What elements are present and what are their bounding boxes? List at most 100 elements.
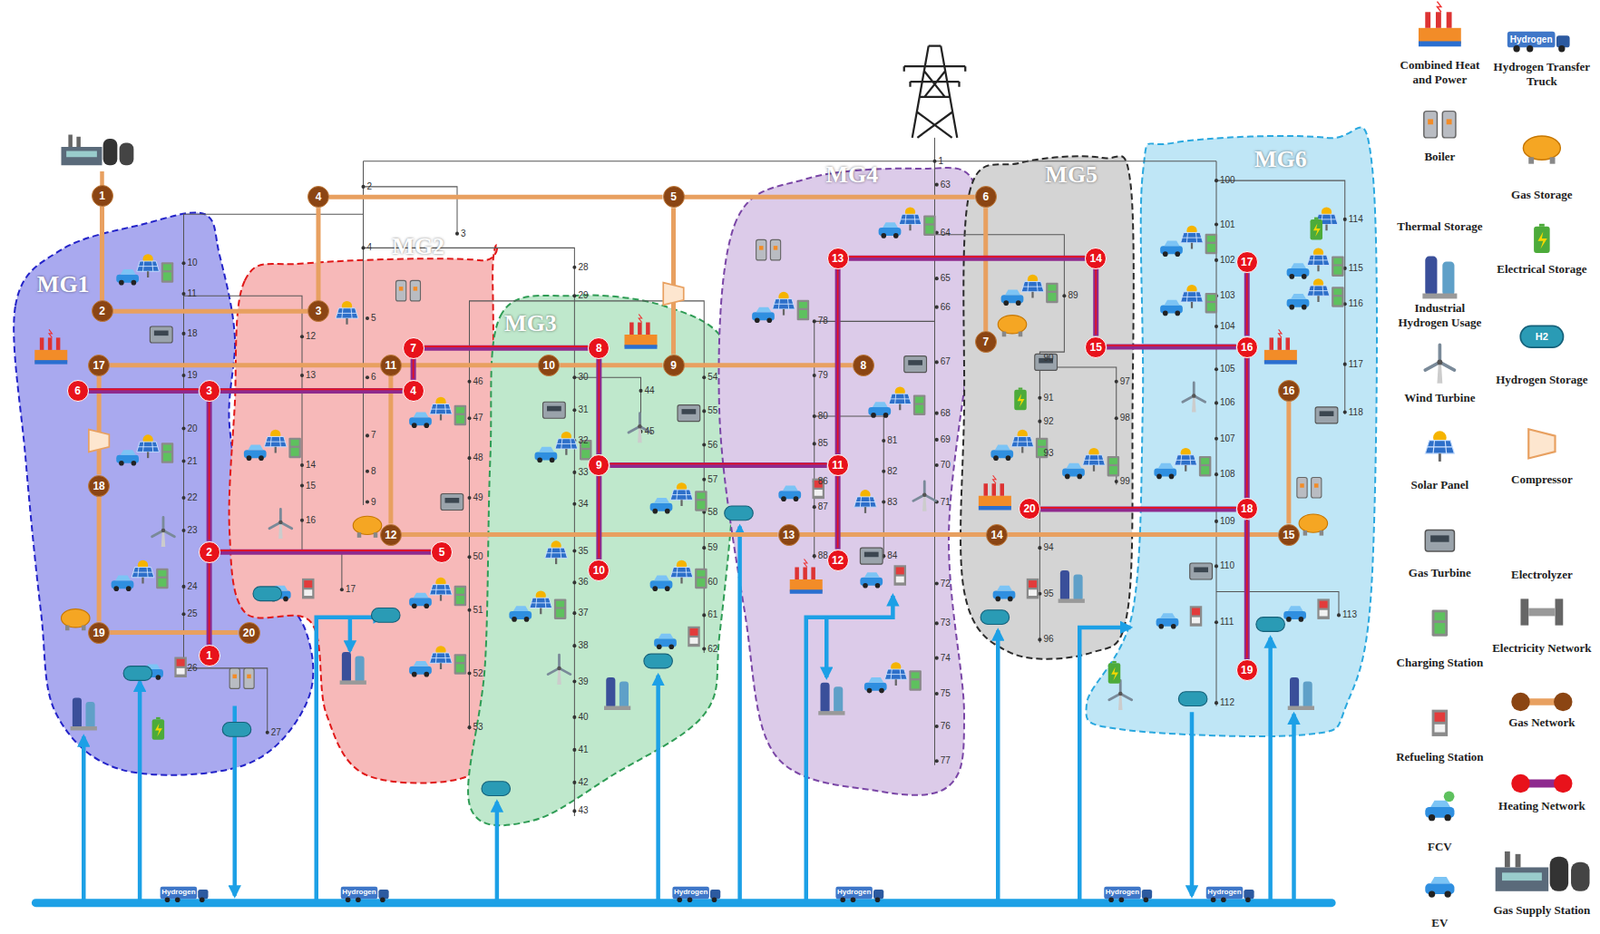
bus-dot <box>812 554 817 558</box>
heating-pipe <box>1040 507 1237 510</box>
bus-dot <box>467 496 471 500</box>
gas-pipe <box>318 207 320 301</box>
legend-text: Wind Turbine <box>1389 390 1490 406</box>
region-name: MG3 <box>489 310 572 338</box>
region-outline <box>464 290 742 827</box>
bus-number: 35 <box>577 546 588 557</box>
bus-number: 102 <box>1219 254 1236 265</box>
bus-label-holder: 78 <box>818 315 829 326</box>
bus-dot <box>1037 546 1042 550</box>
bus-label-holder: 99 <box>1120 476 1131 487</box>
power-line <box>1216 592 1339 616</box>
bus-dot <box>638 429 643 434</box>
bus-dot <box>467 608 471 613</box>
gas-pipe <box>684 364 853 366</box>
bus-number: 107 <box>1219 433 1236 444</box>
gas-pipe <box>101 206 103 301</box>
cl-icon <box>535 431 593 463</box>
bus-dot <box>702 580 706 585</box>
region-label-holder: MG1 <box>22 271 105 299</box>
bus-number: 47 <box>473 412 484 423</box>
gs-icon <box>997 315 1027 338</box>
power-line <box>363 247 576 817</box>
gas-pipe <box>559 364 663 366</box>
node-number: 20 <box>1023 502 1035 516</box>
bus-dot <box>181 426 186 430</box>
legend-entry: Combined Heat and Power <box>1389 58 1490 88</box>
bus-number: 11 <box>187 288 197 299</box>
bus-label-holder: 111 <box>1219 616 1234 627</box>
legend-entry: Heating Network <box>1492 799 1592 814</box>
bus-label-holder: 7 <box>370 429 377 440</box>
bus-label-holder: 88 <box>818 550 829 561</box>
bus-dot <box>1114 416 1119 420</box>
bus-label-holder: 27 <box>271 727 282 738</box>
bus-number: 44 <box>644 385 655 396</box>
bus-number: 115 <box>1348 263 1364 274</box>
bus-dot <box>1037 450 1042 455</box>
legend-text: Gas Storage <box>1492 187 1592 203</box>
legend-text: Electrolyzer <box>1492 567 1592 583</box>
bus-label-holder: 55 <box>707 405 718 416</box>
bus-number: 29 <box>577 290 588 301</box>
gt-icon <box>1034 353 1058 371</box>
boil-icon <box>1424 111 1456 138</box>
heat-node: 15 <box>1084 336 1107 359</box>
truck-label-holder: Hydrogen <box>156 887 202 898</box>
power-line <box>1215 161 1217 707</box>
bus-dot <box>181 261 186 265</box>
bus-number: 38 <box>577 640 588 651</box>
bus-dot <box>572 375 576 380</box>
bus-dot <box>365 469 370 474</box>
legend-entry: Boiler <box>1389 149 1490 165</box>
bus-dot <box>300 334 304 339</box>
bus-dot <box>365 375 370 380</box>
bus-label-holder: 26 <box>187 663 198 674</box>
hydrogen-arrow <box>655 675 661 904</box>
bus-label-holder: 113 <box>1342 609 1357 620</box>
power-line <box>935 234 1065 644</box>
bus-label-holder: 30 <box>577 371 588 382</box>
bus-label-holder: 16 <box>305 515 316 526</box>
heat-node: 3 <box>198 380 221 402</box>
bus-dot <box>1214 564 1219 568</box>
heat-node: 17 <box>1236 251 1259 274</box>
bus-number: 18 <box>187 328 198 339</box>
microgrid-region: MG5714141520 <box>958 152 1139 659</box>
node-number: 10 <box>543 359 556 372</box>
truck-label-holder: Hydrogen <box>668 887 714 898</box>
heating-pipe <box>1246 356 1248 498</box>
bus-number: 1 <box>938 156 945 166</box>
bus-number: 117 <box>1348 359 1364 370</box>
gs-icon <box>352 516 382 538</box>
bus-label-holder: 24 <box>187 581 198 592</box>
bus-dot <box>1037 356 1042 361</box>
bus-number: 95 <box>1043 588 1054 599</box>
bus-label-holder: 1 <box>938 156 945 166</box>
bus-label-holder: 31 <box>577 404 588 415</box>
bus-dot <box>1214 400 1219 405</box>
gas-pipe <box>98 497 100 623</box>
bus-number: 97 <box>1120 376 1131 387</box>
bus-dot <box>702 613 706 617</box>
region-label-holder: MG5 <box>1030 161 1113 189</box>
bus-dot <box>932 159 937 164</box>
bus-number: 7 <box>370 429 377 440</box>
region-outline <box>958 152 1139 659</box>
gas-node: 12 <box>380 524 402 547</box>
bus-dot <box>181 585 186 589</box>
microgrid-region: MG4813111213 <box>713 163 980 797</box>
cl-icon <box>409 645 467 677</box>
gs-icon <box>1298 514 1328 537</box>
bus-label-holder: 43 <box>577 805 588 816</box>
bus-label-holder: 29 <box>577 290 588 301</box>
bus-label-holder: 21 <box>187 456 198 467</box>
bus-number: 101 <box>1219 219 1236 230</box>
node-number: 17 <box>92 359 105 372</box>
truck-text: Hydrogen <box>831 887 878 898</box>
cl-icon <box>864 662 922 693</box>
bus-dot <box>881 439 886 443</box>
legend-entry: Solar Panel <box>1389 478 1490 493</box>
bus-label-holder: 85 <box>818 438 829 449</box>
bus-label-holder: 115 <box>1348 263 1364 274</box>
